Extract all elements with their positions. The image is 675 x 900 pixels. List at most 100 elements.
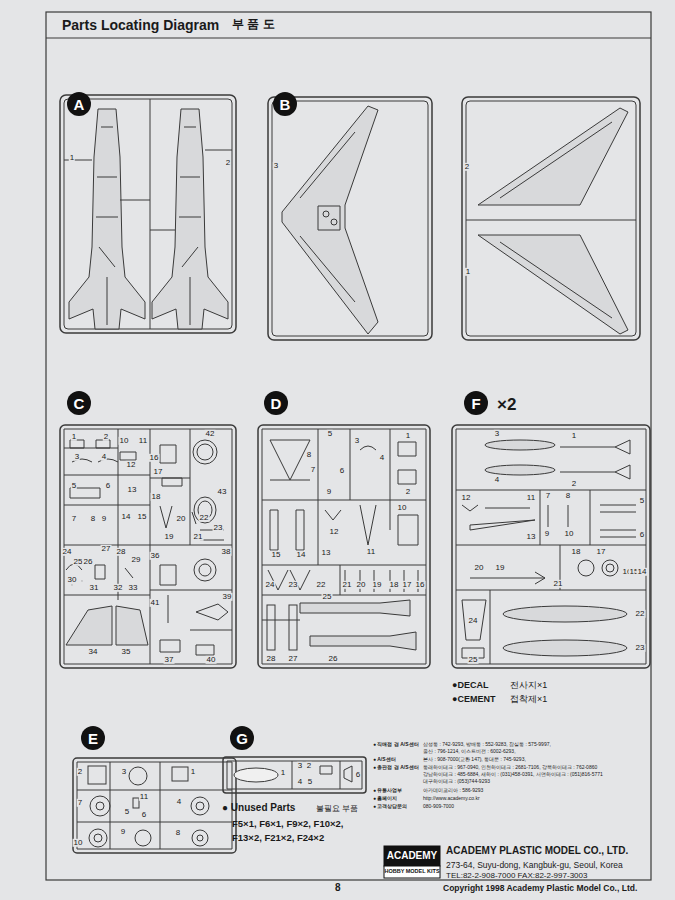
part-number: 4: [379, 454, 385, 462]
part-number: 9: [544, 530, 550, 538]
part-number: 42: [205, 430, 216, 438]
service-text: http://www.academy.co.kr: [423, 796, 480, 801]
kit-contents: ●DECAL: [452, 681, 488, 690]
part-number: 28: [266, 655, 277, 663]
sprue-letter-text: C: [74, 395, 85, 412]
service-heading: ● 고객상담문의: [373, 804, 407, 809]
part-number: 4: [101, 453, 107, 461]
part-number: 23: [213, 524, 224, 532]
service-heading: ● 유통사업부: [373, 788, 402, 793]
part-number: 8: [175, 829, 181, 837]
kit-contents: ●CEMENT: [452, 695, 495, 704]
part-number: 6: [639, 531, 645, 539]
part-number: 9: [120, 828, 126, 836]
logo-text: ACADEMY: [387, 851, 438, 862]
service-text: 080-909-7000: [423, 804, 454, 809]
part-number: 21: [553, 580, 564, 588]
company-address: 273-64, Suyu-dong, Kangbuk-gu, Seoul, Ko…: [446, 861, 623, 870]
part-number: 7: [310, 466, 316, 474]
part-number: 14: [121, 513, 132, 521]
part-number: 2: [464, 163, 470, 171]
part-number: 9: [326, 488, 332, 496]
part-number: 23: [288, 581, 299, 589]
part-number: 4: [494, 476, 500, 484]
part-number: 24: [468, 617, 479, 625]
part-number: 11: [366, 548, 376, 556]
part-number: 3: [74, 453, 80, 461]
part-number: 19: [164, 533, 175, 541]
part-number: 18: [389, 581, 400, 589]
part-number: 3: [121, 768, 127, 776]
part-number: 32: [113, 584, 124, 592]
company-phone: TEL:82-2-908-7000 FAX:82-2-997-3003: [446, 872, 587, 880]
part-number: 13: [321, 549, 332, 557]
part-number: 3: [354, 437, 360, 445]
part-number: 8: [306, 451, 312, 459]
korean-title: 부 품 도: [232, 18, 275, 31]
part-number: 1: [71, 433, 77, 441]
copyright: Copyright 1998 Academy Plastic Model Co.…: [443, 884, 637, 893]
part-number: 37: [164, 656, 175, 664]
part-number: 14: [637, 568, 648, 576]
part-number: 1: [405, 432, 411, 440]
part-number: 2: [103, 433, 109, 441]
sprue-letter: A: [67, 92, 91, 116]
part-number: 27: [101, 545, 112, 553]
part-number: 1: [190, 768, 196, 776]
service-text: 대구하이테크 : (053)744-9293: [423, 779, 490, 784]
part-number: 11: [138, 437, 148, 445]
sprue-letter: G: [230, 726, 254, 750]
part-number: 12: [126, 461, 137, 469]
part-number: 20: [474, 564, 485, 572]
part-number: 4: [297, 778, 303, 786]
sprue-letter-text: B: [280, 96, 291, 113]
part-number: 35: [121, 648, 132, 656]
part-number: 5: [71, 482, 77, 490]
sprue-letter: F: [464, 391, 488, 415]
quantity-mark: ×2: [497, 396, 516, 414]
sprue-letter-text: E: [88, 730, 98, 747]
part-number: 22: [635, 610, 646, 618]
service-text: 울산 : 796-1214, 이스트비전 : 6002-6293,: [423, 749, 516, 754]
part-number: 30: [67, 576, 78, 584]
part-number: 17: [402, 581, 413, 589]
part-number: 10: [564, 530, 575, 538]
service-text: 동래하이테크 : 967-0940, 인천하이테크 : 2681-7106, 강…: [423, 765, 597, 770]
part-number: 2: [571, 480, 577, 488]
unused-heading: 불필요 부품: [316, 805, 358, 813]
part-number: 21: [342, 581, 353, 589]
unused-heading: ● Unused Parts: [222, 803, 295, 814]
part-number: 5: [307, 778, 313, 786]
part-number: 7: [545, 492, 551, 500]
part-number: 18: [571, 548, 582, 556]
part-number: 12: [461, 494, 472, 502]
part-number: 7: [77, 799, 83, 807]
part-number: 9: [101, 515, 107, 523]
part-number: 11: [526, 494, 536, 502]
part-number: 29: [131, 556, 142, 564]
part-number: 6: [339, 467, 345, 475]
part-number: 1: [571, 432, 577, 440]
part-number: 24: [62, 548, 73, 556]
part-number: 38: [221, 548, 232, 556]
part-number: 36: [150, 552, 161, 560]
part-number: 39: [222, 593, 233, 601]
part-number: 20: [356, 581, 367, 589]
part-number: 26: [83, 558, 94, 566]
sprue-letter: E: [81, 726, 105, 750]
unused-list: F13×2, F21×2, F24×2: [232, 833, 324, 843]
part-number: 25: [468, 656, 479, 664]
part-number: 26: [328, 655, 339, 663]
part-number: 14: [296, 551, 307, 559]
sprue-letter: B: [273, 92, 297, 116]
part-number: 3: [297, 762, 303, 770]
part-number: 8: [565, 492, 571, 500]
part-number: 6: [105, 482, 111, 490]
part-number: 19: [372, 581, 383, 589]
part-number: 23: [635, 644, 646, 652]
part-number: 27: [288, 655, 299, 663]
page-number: 8: [335, 883, 341, 894]
company-name: ACADEMY PLASTIC MODEL CO., LTD.: [446, 846, 628, 857]
sprue-letter: C: [67, 391, 91, 415]
part-number: 12: [329, 528, 340, 536]
